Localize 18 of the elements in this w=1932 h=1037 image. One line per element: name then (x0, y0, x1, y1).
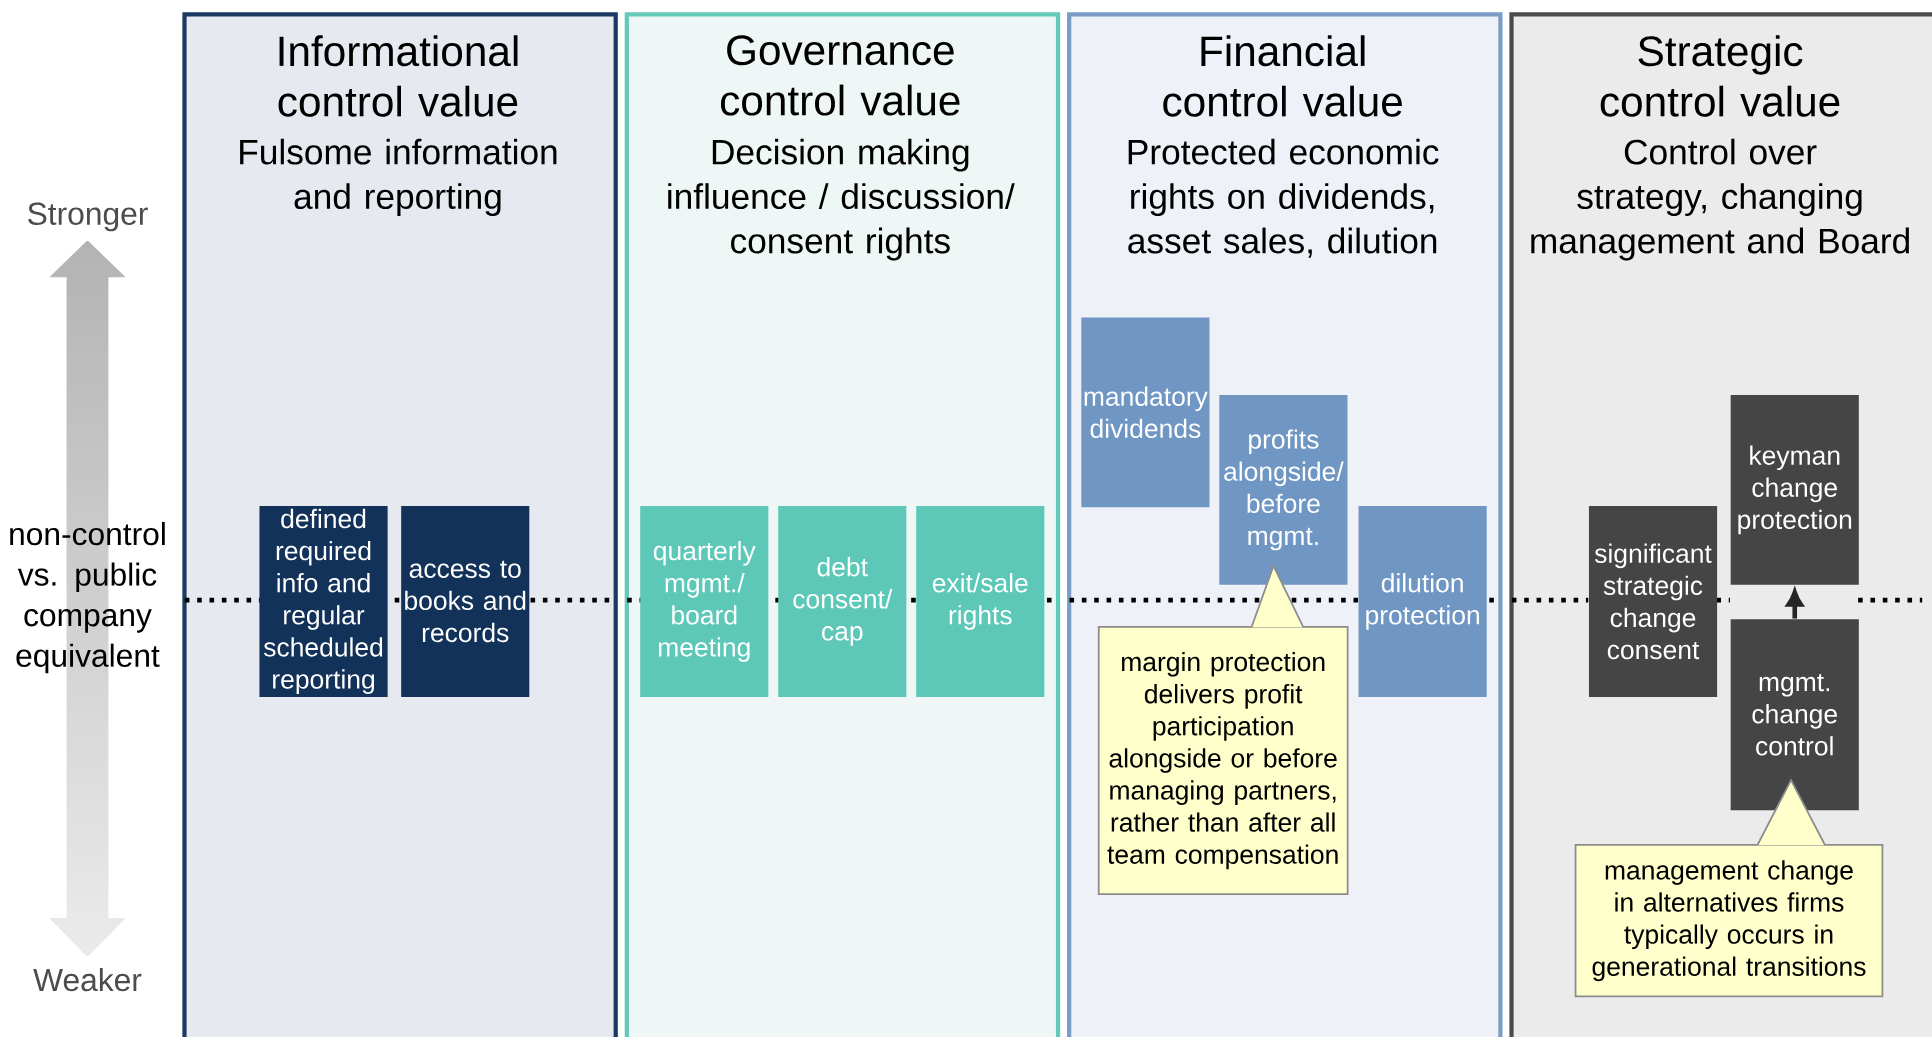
control-box: mgmt. change control (1730, 619, 1859, 810)
control-box: access to books and records (401, 505, 530, 697)
control-box: exit/sale rights (916, 505, 1045, 697)
control-box: debt consent/ cap (778, 505, 907, 697)
callout-pointer (1250, 563, 1305, 628)
control-box: defined required info and regular scheduled reporting (259, 505, 388, 697)
axis-label: Stronger (28, 202, 148, 231)
callout-box: margin protection delivers profit participation alongside or before managing partners, rather than after all team compensation (1097, 625, 1349, 895)
control-box: mandatory dividends (1081, 317, 1210, 507)
callout-box: management change in alternatives firms typically occurs in generational transitions (1574, 843, 1884, 998)
control-box: dilution protection (1358, 505, 1487, 697)
control-box: significant strategic change consent (1588, 505, 1718, 697)
control-box: profits alongside/ before mgmt. (1219, 394, 1348, 585)
axis-label: Weaker (33, 967, 142, 992)
callout-pointer (1756, 778, 1826, 846)
axis-label: non-control vs. public company equivalent (10, 521, 165, 673)
control-box: quarterly mgmt./ board meeting (640, 505, 769, 697)
control-box: keyman change protection (1730, 394, 1859, 585)
